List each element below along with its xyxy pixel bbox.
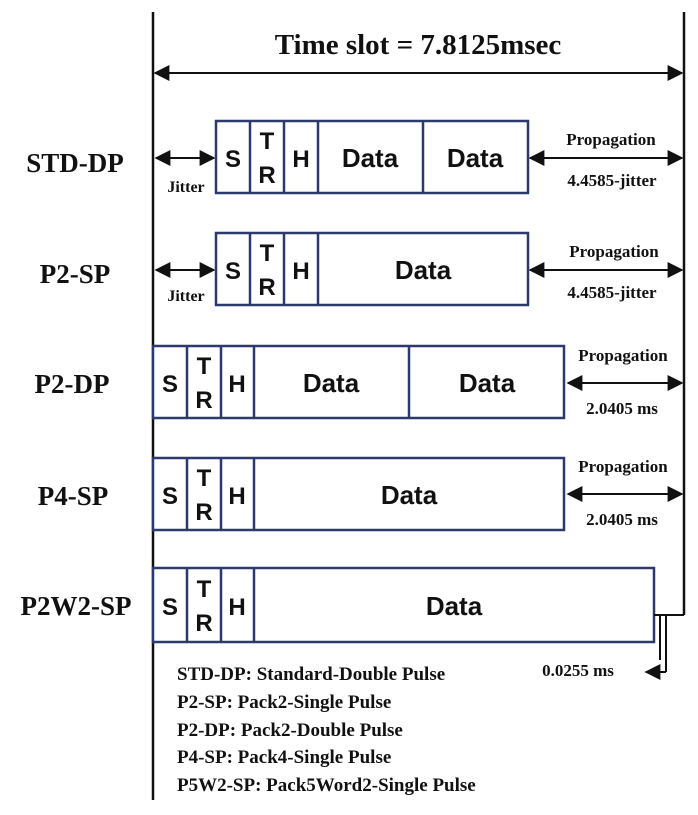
row-p2-dp: P2-DP S T R H Data Data Propagation 2.04… [35, 344, 684, 420]
field-sync: S [162, 483, 178, 510]
row-label: P2W2-SP [21, 591, 132, 621]
field-t: T [197, 576, 212, 603]
propagation-label: Propagation [578, 346, 668, 365]
field-header: H [228, 594, 245, 621]
field-data-2: Data [447, 143, 504, 173]
field-r: R [195, 610, 212, 637]
propagation-label: Propagation [566, 130, 656, 149]
row-p2-sp: P2-SP Jitter S T R H Data Propagation 4.… [40, 231, 684, 307]
row-label: P4-SP [38, 481, 109, 511]
field-t: T [197, 353, 212, 380]
row-label: P2-DP [35, 369, 110, 399]
field-data: Data [395, 255, 452, 285]
field-data-2: Data [459, 368, 516, 398]
field-header: H [228, 483, 245, 510]
field-header: H [292, 258, 309, 285]
propagation-label: Propagation [578, 457, 668, 476]
jitter-label: Jitter [167, 179, 204, 196]
propagation-value: 2.0405 ms [586, 399, 658, 418]
field-sync: S [162, 371, 178, 398]
field-header: H [292, 146, 309, 173]
field-t: T [260, 128, 275, 155]
propagation-value: 0.0255 ms [542, 661, 614, 680]
frame-box [151, 566, 656, 644]
frame-box [151, 456, 566, 532]
jitter-label: Jitter [167, 288, 204, 305]
propagation-bracket [644, 614, 684, 680]
legend-item: P2-SP: Pack2-Single Pulse [177, 692, 391, 713]
legend: STD-DP: Standard-Double Pulse P2-SP: Pac… [177, 664, 476, 796]
field-data-1: Data [342, 143, 399, 173]
field-sync: S [162, 594, 178, 621]
propagation-value: 2.0405 ms [586, 510, 658, 529]
frame-box [214, 119, 530, 195]
legend-item: P5W2-SP: Pack5Word2-Single Pulse [177, 775, 476, 796]
field-t: T [260, 240, 275, 267]
propagation-value: 4.4585-jitter [567, 283, 657, 302]
field-r: R [258, 274, 275, 301]
field-t: T [197, 465, 212, 492]
field-sync: S [225, 146, 241, 173]
row-p4-sp: P4-SP S T R H Data Propagation 2.0405 ms [38, 456, 684, 532]
row-label: STD-DP [26, 148, 124, 178]
frame-box [214, 231, 530, 307]
field-r: R [195, 499, 212, 526]
legend-item: P2-DP: Pack2-Double Pulse [177, 720, 403, 741]
field-data: Data [426, 591, 483, 621]
field-sync: S [225, 258, 241, 285]
field-header: H [228, 371, 245, 398]
row-label: P2-SP [40, 259, 111, 289]
field-data-1: Data [303, 368, 360, 398]
propagation-label: Propagation [569, 242, 659, 261]
legend-item: STD-DP: Standard-Double Pulse [177, 664, 445, 685]
diagram-title: Time slot = 7.8125msec [275, 29, 562, 61]
field-r: R [195, 387, 212, 414]
field-data: Data [381, 480, 438, 510]
field-r: R [258, 162, 275, 189]
legend-item: P4-SP: Pack4-Single Pulse [177, 747, 391, 768]
row-std-dp: STD-DP Jitter S T R H Data Data Propagat… [26, 119, 684, 196]
row-p2w2-sp: P2W2-SP S T R H Data 0.0255 ms [21, 566, 684, 680]
propagation-value: 4.4585-jitter [567, 171, 657, 190]
